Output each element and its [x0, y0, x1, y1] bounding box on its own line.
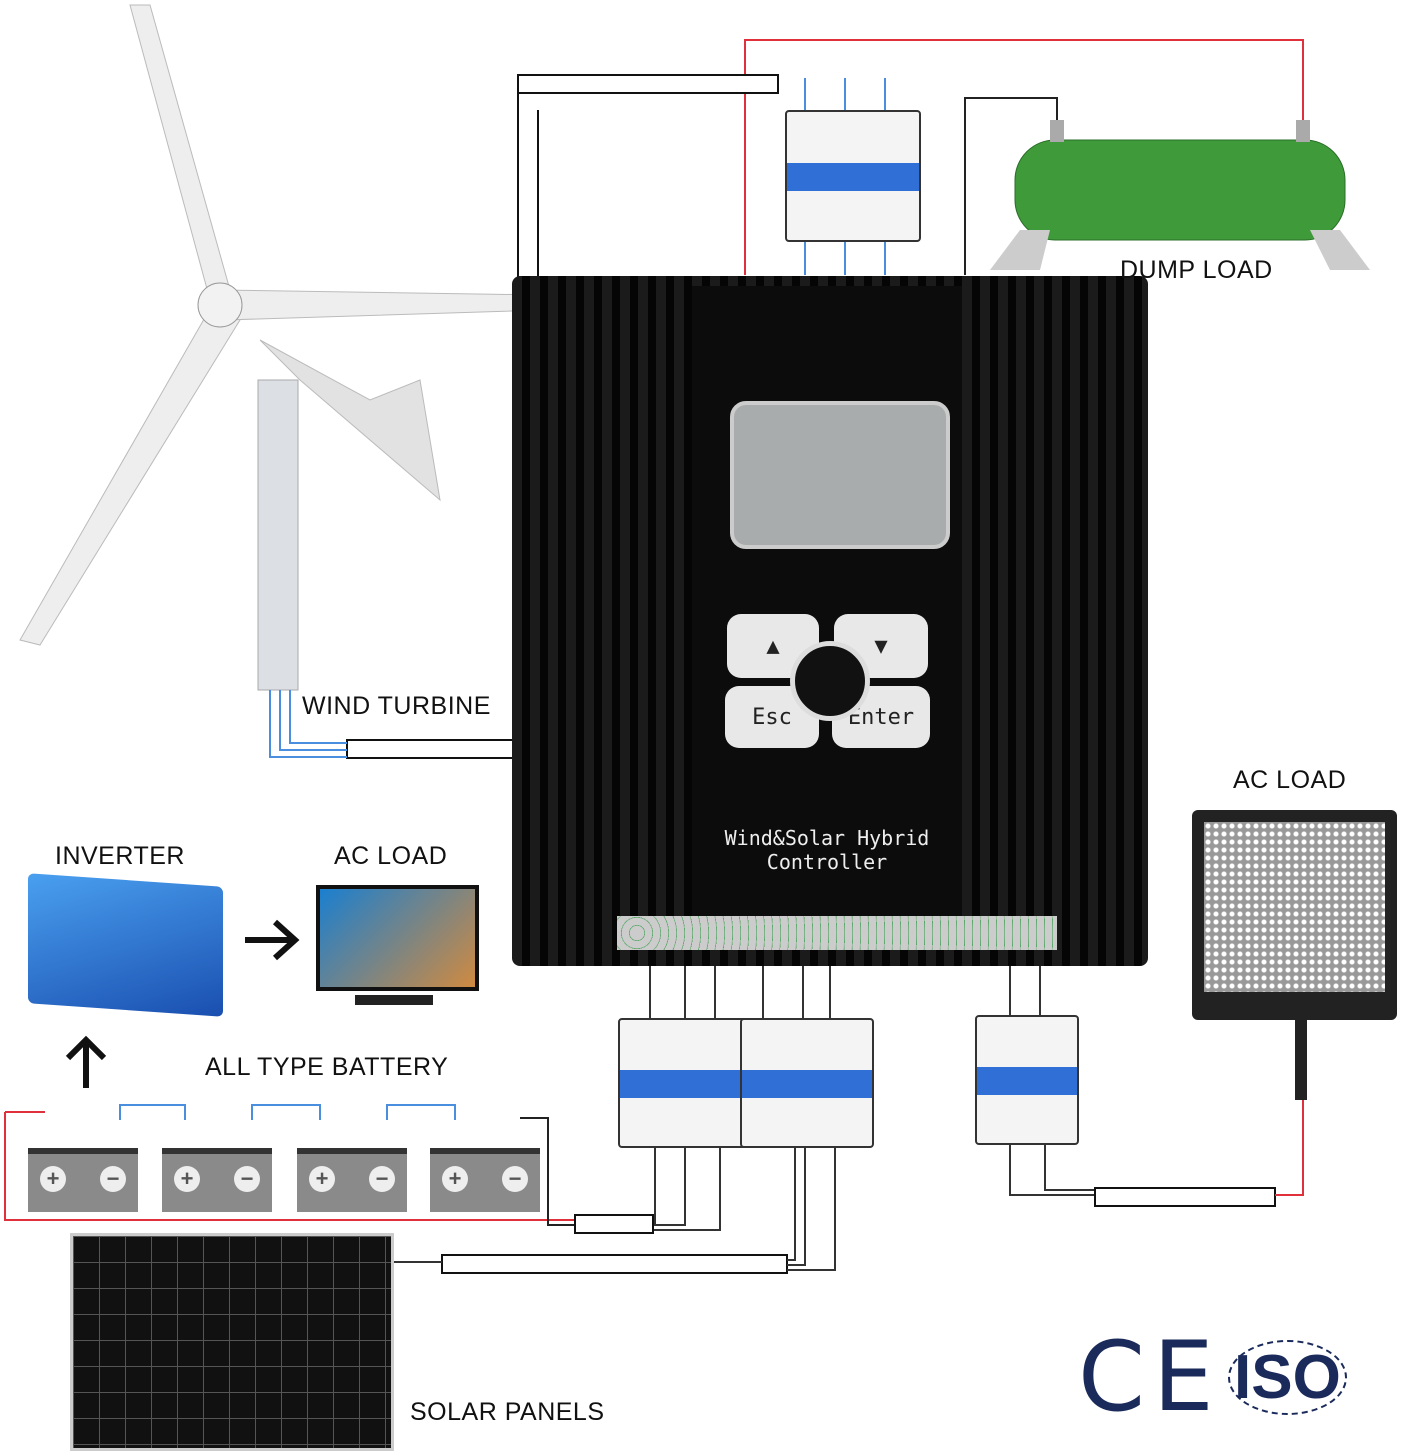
battery-3: +−: [297, 1148, 407, 1212]
ac-load-right-label: AC LOAD: [1233, 766, 1347, 794]
wind-turbine-label: WIND TURBINE: [302, 692, 491, 720]
battery-breaker: [618, 1018, 754, 1148]
wind-breaker: [785, 110, 921, 242]
battery-4: +−: [430, 1148, 540, 1212]
solar-panels-label: SOLAR PANELS: [410, 1398, 605, 1426]
dump-load-resistor: [990, 120, 1370, 270]
lcd-screen: [730, 401, 950, 549]
wind-turbine-image: [19, 4, 546, 691]
load-breaker: [975, 1015, 1079, 1145]
battery-label: ALL TYPE BATTERY: [205, 1053, 449, 1081]
terminal-block: [617, 916, 1057, 950]
inverter-image: [28, 873, 223, 1017]
controller-title: Wind&Solar Hybrid: [724, 826, 930, 850]
ac-load-floodlight: [1192, 810, 1397, 1020]
arrow-up-icon: [65, 1035, 107, 1088]
solar-panel-image: [70, 1233, 394, 1451]
enter-button[interactable]: Enter: [832, 686, 930, 748]
inverter-label: INVERTER: [55, 842, 185, 870]
ac-load-left-label: AC LOAD: [334, 842, 448, 870]
ce-mark: CE: [1078, 1321, 1222, 1433]
battery-2: +−: [162, 1148, 272, 1212]
arrow-right-icon: [245, 919, 300, 961]
controller-subtitle: Controller: [766, 850, 888, 874]
battery-1: +−: [28, 1148, 138, 1212]
solar-breaker: [740, 1018, 874, 1148]
dump-load-label: DUMP LOAD: [1120, 256, 1273, 284]
iso-mark: ISO: [1228, 1340, 1347, 1415]
ok-button[interactable]: [790, 641, 870, 721]
ac-load-tv: [316, 885, 479, 991]
hybrid-controller: ▲ ▼ Esc Enter Wind&Solar Hybrid Controll…: [512, 276, 1148, 966]
